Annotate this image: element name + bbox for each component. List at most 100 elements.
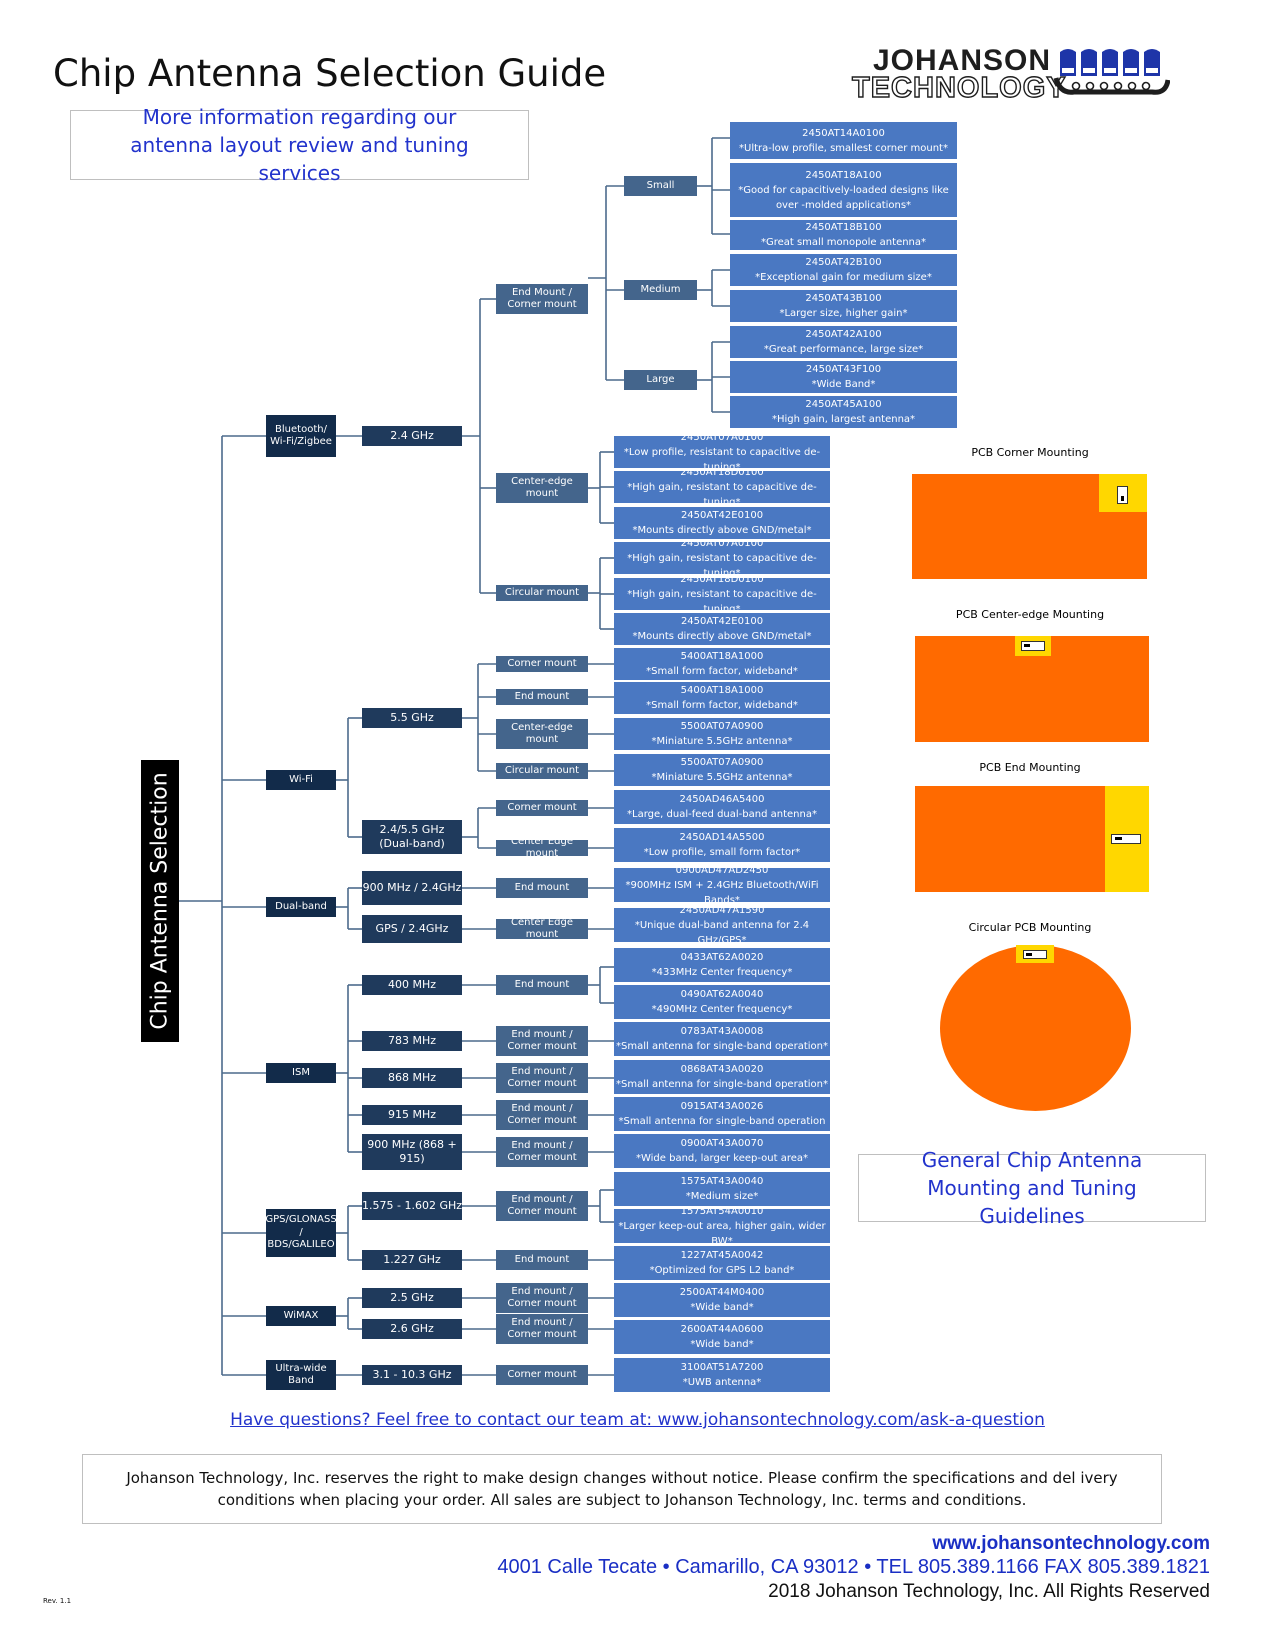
mount-end-5-5[interactable]: End mount	[496, 689, 588, 705]
product-1227at45a0042[interactable]: 1227AT45A0042*Optimized for GPS L2 band*	[614, 1246, 830, 1280]
product-2450at07a0100[interactable]: 2450AT07A0100*Low profile, resistant to …	[614, 436, 830, 468]
size-medium[interactable]: Medium	[624, 280, 697, 300]
end-antenna-zone	[1105, 786, 1149, 892]
freq-2-6-ghz[interactable]: 2.6 GHz	[362, 1319, 462, 1339]
freq-3-1-10-3-ghz[interactable]: 3.1 - 10.3 GHz	[362, 1365, 462, 1385]
freq-1-227-ghz[interactable]: 1.227 GHz	[362, 1250, 462, 1270]
root-node: Chip Antenna Selection	[141, 760, 179, 1042]
mount-end-corner-2-5[interactable]: End mount / Corner mount	[496, 1283, 588, 1313]
product-0433at62a0020[interactable]: 0433AT62A0020*433MHz Center frequency*	[614, 948, 830, 982]
size-small[interactable]: Small	[624, 176, 697, 196]
mount-end-corner-915[interactable]: End mount / Corner mount	[496, 1100, 588, 1130]
freq-2-5-ghz[interactable]: 2.5 GHz	[362, 1288, 462, 1308]
product-2450at18d0100[interactable]: 2450AT18D0100*High gain, resistant to ca…	[614, 578, 830, 610]
mount-end-corner-2-6[interactable]: End mount / Corner mount	[496, 1314, 588, 1344]
mount-end-corner-1575[interactable]: End mount / Corner mount	[496, 1191, 588, 1221]
product-0915at43a0026[interactable]: 0915AT43A0026*Small antenna for single-b…	[614, 1097, 830, 1131]
product-2450at18d0100[interactable]: 2450AT18D0100*High gain, resistant to ca…	[614, 471, 830, 503]
size-large[interactable]: Large	[624, 370, 697, 390]
pcb-end-board	[915, 786, 1149, 892]
product-2450at18b100[interactable]: 2450AT18B100*Great small monopole antenn…	[730, 220, 957, 250]
freq-868-mhz[interactable]: 868 MHz	[362, 1068, 462, 1088]
mount-end-900-2-4[interactable]: End mount	[496, 878, 588, 898]
circular-antenna-zone	[1016, 945, 1054, 963]
product-2450at43f100[interactable]: 2450AT43F100*Wide Band*	[730, 361, 957, 393]
product-2450at18a100[interactable]: 2450AT18A100*Good for capacitively-loade…	[730, 163, 957, 217]
footer-website[interactable]: www.johansontechnology.com	[932, 1533, 1210, 1554]
product-3100at51a7200[interactable]: 3100AT51A7200*UWB antenna*	[614, 1358, 830, 1392]
antenna-services-link[interactable]: More information regarding our antenna l…	[70, 105, 529, 185]
chip-antenna-icon	[1111, 834, 1141, 844]
category-wifi[interactable]: Wi-Fi	[266, 770, 336, 790]
freq-5-5-ghz[interactable]: 5.5 GHz	[362, 708, 462, 728]
product-1575at54a0010[interactable]: 1575AT54A0010*Larger keep-out area, high…	[614, 1209, 830, 1243]
product-2450at14a0100[interactable]: 2450AT14A0100*Ultra-low profile, smalles…	[730, 122, 957, 159]
mount-end-1227[interactable]: End mount	[496, 1250, 588, 1270]
mount-corner-uwb[interactable]: Corner mount	[496, 1365, 588, 1385]
product-0490at62a0040[interactable]: 0490AT62A0040*490MHz Center frequency*	[614, 985, 830, 1019]
mount-end-corner-868[interactable]: End mount / Corner mount	[496, 1063, 588, 1093]
mount-circular-5-5[interactable]: Circular mount	[496, 763, 588, 779]
pcb-corner-board	[912, 474, 1147, 579]
logo-ship-icon	[1053, 49, 1170, 95]
product-2450ad46a5400[interactable]: 2450AD46A5400*Large, dual-feed dual-band…	[614, 790, 830, 824]
corner-antenna-zone	[1099, 474, 1147, 512]
mount-end-corner-900[interactable]: End mount / Corner mount	[496, 1137, 588, 1167]
mount-end-corner-2-4[interactable]: End Mount / Corner mount	[496, 284, 588, 314]
mount-circular-2-4[interactable]: Circular mount	[496, 585, 588, 601]
mount-center-edge-2-4[interactable]: Center-edge mount	[496, 473, 588, 503]
product-2450at42e0100[interactable]: 2450AT42E0100*Mounts directly above GND/…	[614, 507, 830, 539]
pcb-center-edge-board	[915, 636, 1149, 742]
product-5500at07a0900[interactable]: 5500AT07A0900*Miniature 5.5GHz antenna*	[614, 754, 830, 786]
freq-900-mhz-868-915[interactable]: 900 MHz (868 + 915)	[362, 1134, 462, 1170]
product-2450ad14a5500[interactable]: 2450AD14A5500*Low profile, small form fa…	[614, 828, 830, 862]
product-2450at42a100[interactable]: 2450AT42A100*Great performance, large si…	[730, 326, 957, 358]
mount-corner-dual-band[interactable]: Corner mount	[496, 800, 588, 816]
mount-end-corner-783[interactable]: End mount / Corner mount	[496, 1026, 588, 1056]
pcb-circular-board	[940, 945, 1131, 1111]
category-ultra-wide-band[interactable]: Ultra-wide Band	[266, 1360, 336, 1390]
product-0900at43a0070[interactable]: 0900AT43A0070*Wide band, larger keep-out…	[614, 1134, 830, 1168]
mount-corner-5-5[interactable]: Corner mount	[496, 656, 588, 672]
diagram-label-center-edge: PCB Center-edge Mounting	[955, 608, 1105, 621]
product-5400at18a1000[interactable]: 5400AT18A1000*Small form factor, wideban…	[614, 682, 830, 714]
category-gnss[interactable]: GPS/GLONASS / BDS/GALILEO	[265, 1209, 337, 1257]
product-2450at45a100[interactable]: 2450AT45A100*High gain, largest antenna*	[730, 396, 957, 428]
diagram-label-circular: Circular PCB Mounting	[968, 921, 1092, 934]
mount-center-edge-gps-2-4[interactable]: Center Edge mount	[496, 917, 588, 940]
freq-2-4-ghz[interactable]: 2.4 GHz	[362, 426, 462, 446]
freq-900-mhz-2-4-ghz[interactable]: 900 MHz / 2.4GHz	[362, 871, 462, 905]
disclaimer-box: Johanson Technology, Inc. reserves the r…	[82, 1454, 1162, 1524]
product-5400at18a1000[interactable]: 5400AT18A1000*Small form factor, wideban…	[614, 648, 830, 680]
product-2450at43b100[interactable]: 2450AT43B100*Larger size, higher gain*	[730, 290, 957, 322]
product-2600at44a0600[interactable]: 2600AT44A0600*Wide band*	[614, 1320, 830, 1354]
product-0783at43a0008[interactable]: 0783AT43A0008*Small antenna for single-b…	[614, 1022, 830, 1056]
product-2450at42b100[interactable]: 2450AT42B100*Exceptional gain for medium…	[730, 254, 957, 286]
category-ism[interactable]: ISM	[266, 1063, 336, 1083]
freq-dual-band-wifi[interactable]: 2.4/5.5 GHz (Dual-band)	[362, 820, 462, 854]
product-1575at43a0040[interactable]: 1575AT43A0040*Medium size*	[614, 1172, 830, 1206]
mounting-guidelines-link[interactable]: General Chip Antenna Mounting and Tuning…	[858, 1148, 1206, 1228]
contact-link[interactable]: Have questions? Feel free to contact our…	[230, 1410, 1045, 1430]
mount-center-edge-dual-band[interactable]: Center Edge mount	[496, 836, 588, 859]
chip-antenna-icon	[1021, 641, 1045, 651]
mount-center-edge-5-5[interactable]: Center-edge mount	[496, 719, 588, 749]
freq-783-mhz[interactable]: 783 MHz	[362, 1031, 462, 1051]
category-bluetooth-wifi-zigbee[interactable]: Bluetooth/ Wi-Fi/Zigbee	[266, 415, 336, 457]
mount-end-400[interactable]: End mount	[496, 975, 588, 995]
product-0900ad47ad2450[interactable]: 0900AD47AD2450*900MHz ISM + 2.4GHz Bluet…	[614, 868, 830, 902]
product-2450at07a0100[interactable]: 2450AT07A0100*High gain, resistant to ca…	[614, 542, 830, 574]
freq-915-mhz[interactable]: 915 MHz	[362, 1105, 462, 1125]
revision-label: Rev. 1.1	[43, 1597, 72, 1605]
product-2450ad47a1590[interactable]: 2450AD47A1590*Unique dual-band antenna f…	[614, 908, 830, 942]
product-2500at44m0400[interactable]: 2500AT44M0400*Wide band*	[614, 1283, 830, 1317]
category-dual-band[interactable]: Dual-band	[266, 897, 336, 917]
product-0868at43a0020[interactable]: 0868AT43A0020*Small antenna for single-b…	[614, 1060, 830, 1094]
product-5500at07a0900[interactable]: 5500AT07A0900*Miniature 5.5GHz antenna*	[614, 718, 830, 750]
freq-gps-2-4-ghz[interactable]: GPS / 2.4GHz	[362, 915, 462, 943]
freq-400-mhz[interactable]: 400 MHz	[362, 975, 462, 995]
freq-1-575-1-602-ghz[interactable]: 1.575 - 1.602 GHz	[362, 1192, 462, 1220]
product-2450at42e0100[interactable]: 2450AT42E0100*Mounts directly above GND/…	[614, 613, 830, 645]
category-wimax[interactable]: WiMAX	[266, 1306, 336, 1326]
